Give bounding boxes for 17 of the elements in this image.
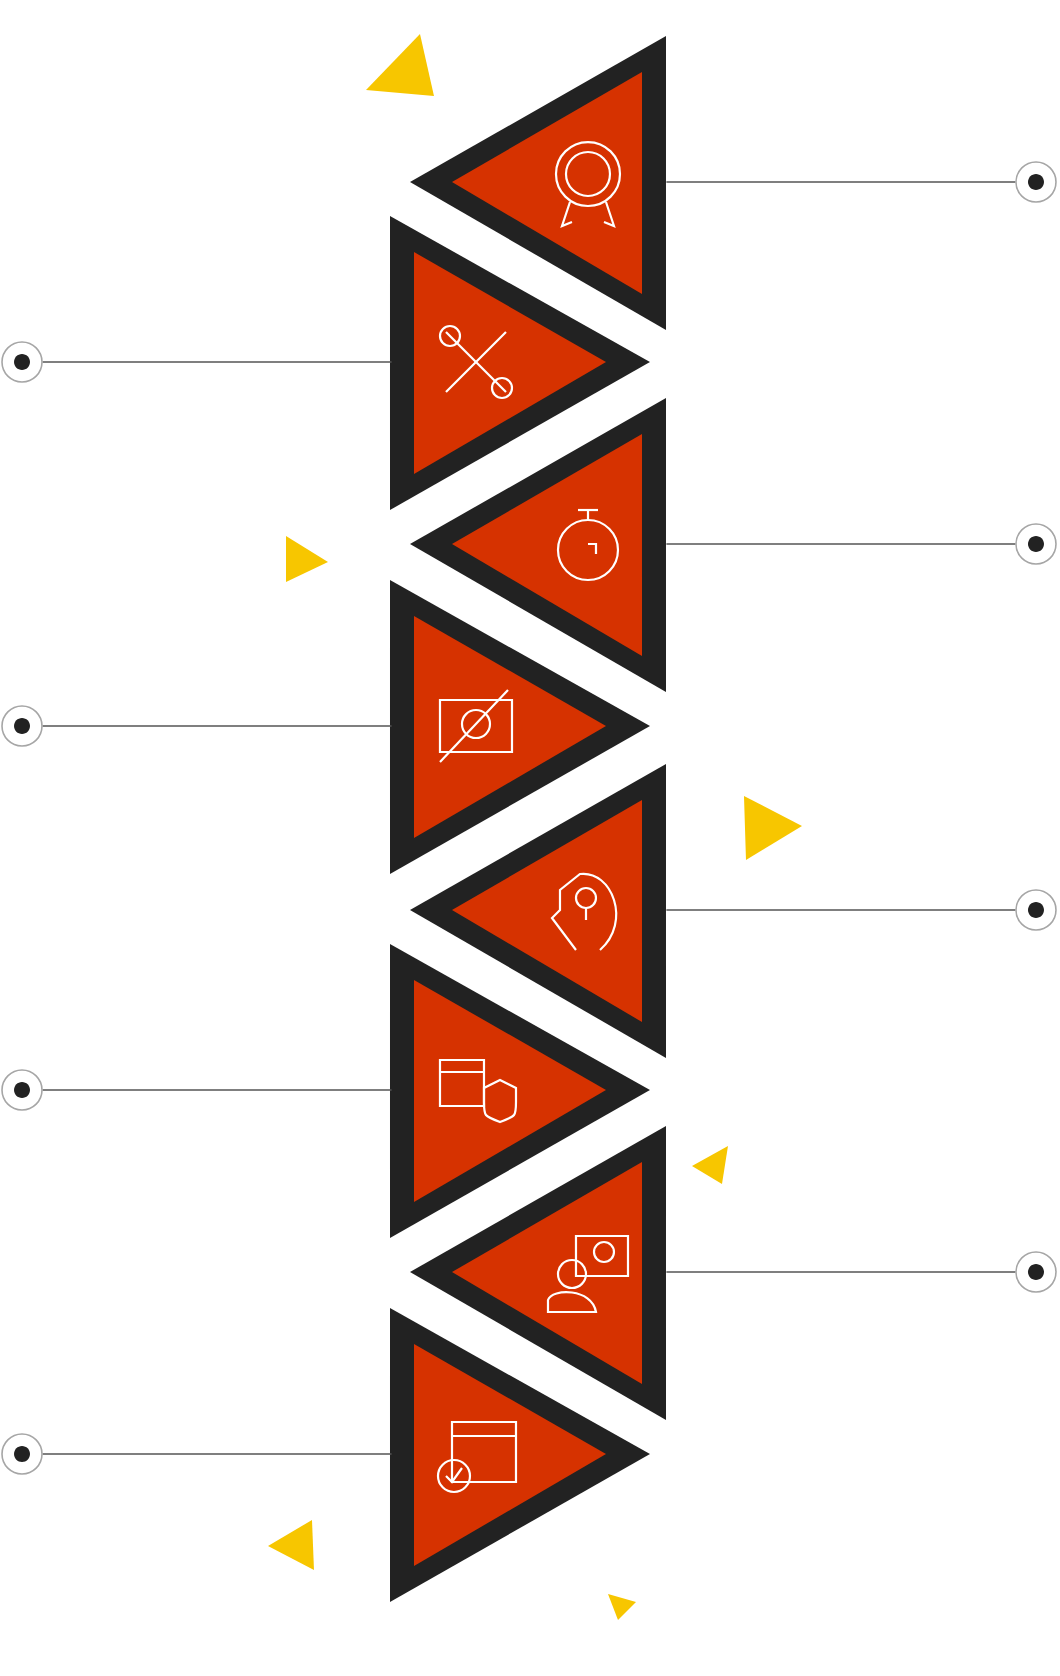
leader-line bbox=[665, 181, 1016, 183]
endpoint-marker bbox=[1, 1433, 43, 1475]
triangle-panel bbox=[390, 1308, 650, 1602]
leader-line bbox=[42, 1453, 393, 1455]
leader-line bbox=[42, 1089, 393, 1091]
leader-line bbox=[665, 909, 1016, 911]
endpoint-marker bbox=[1015, 1251, 1057, 1293]
endpoint-marker bbox=[1015, 523, 1057, 565]
leader-line bbox=[42, 361, 393, 363]
leader-line bbox=[665, 543, 1016, 545]
leader-line bbox=[665, 1271, 1016, 1273]
endpoint-marker bbox=[1015, 161, 1057, 203]
leader-line bbox=[42, 725, 393, 727]
endpoint-marker bbox=[1, 341, 43, 383]
endpoint-marker bbox=[1, 705, 43, 747]
endpoint-marker bbox=[1, 1069, 43, 1111]
endpoint-marker bbox=[1015, 889, 1057, 931]
